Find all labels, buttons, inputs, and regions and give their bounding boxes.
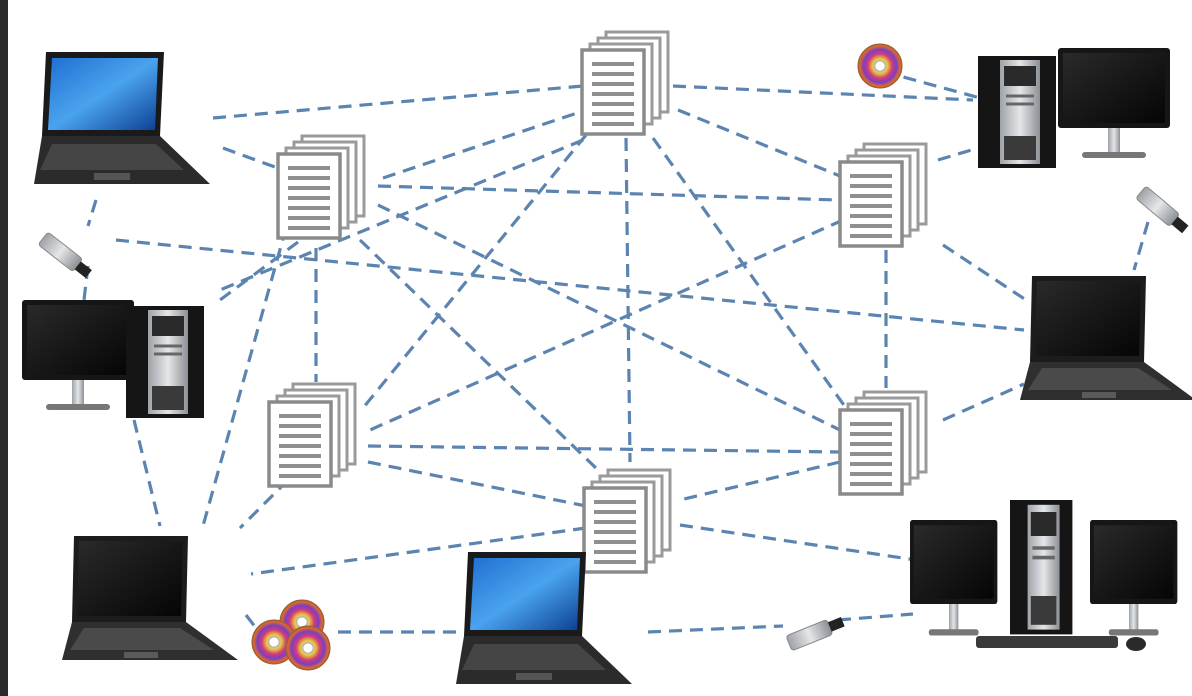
network-diagram: [8, 0, 1192, 696]
laptop-icon: [62, 536, 238, 660]
disc-icon: [857, 43, 903, 89]
desktop-tower-icon: [124, 304, 206, 420]
desktop-computer-icon: [1058, 48, 1170, 158]
document-stack-icon: [269, 384, 355, 486]
usb-drive-icon: [1135, 185, 1191, 237]
document-stack-icon: [840, 392, 926, 494]
document-stack-icon: [840, 144, 926, 246]
usb-drive-icon: [37, 231, 95, 281]
desktop-computer-icon: [22, 300, 134, 410]
document-stack-icon: [278, 136, 364, 238]
network-diagram-canvas: [22, 0, 1192, 684]
network-links: [82, 64, 1150, 634]
desktop-tower-icon: [976, 54, 1058, 170]
document-stack-icon: [584, 470, 670, 572]
workstation-icon: [910, 498, 1178, 651]
discs-icon: [251, 599, 331, 671]
document-stack-icon: [582, 32, 668, 134]
laptop-icon: [1020, 276, 1192, 400]
laptop-icon: [34, 52, 210, 184]
usb-drive-icon: [785, 613, 847, 652]
